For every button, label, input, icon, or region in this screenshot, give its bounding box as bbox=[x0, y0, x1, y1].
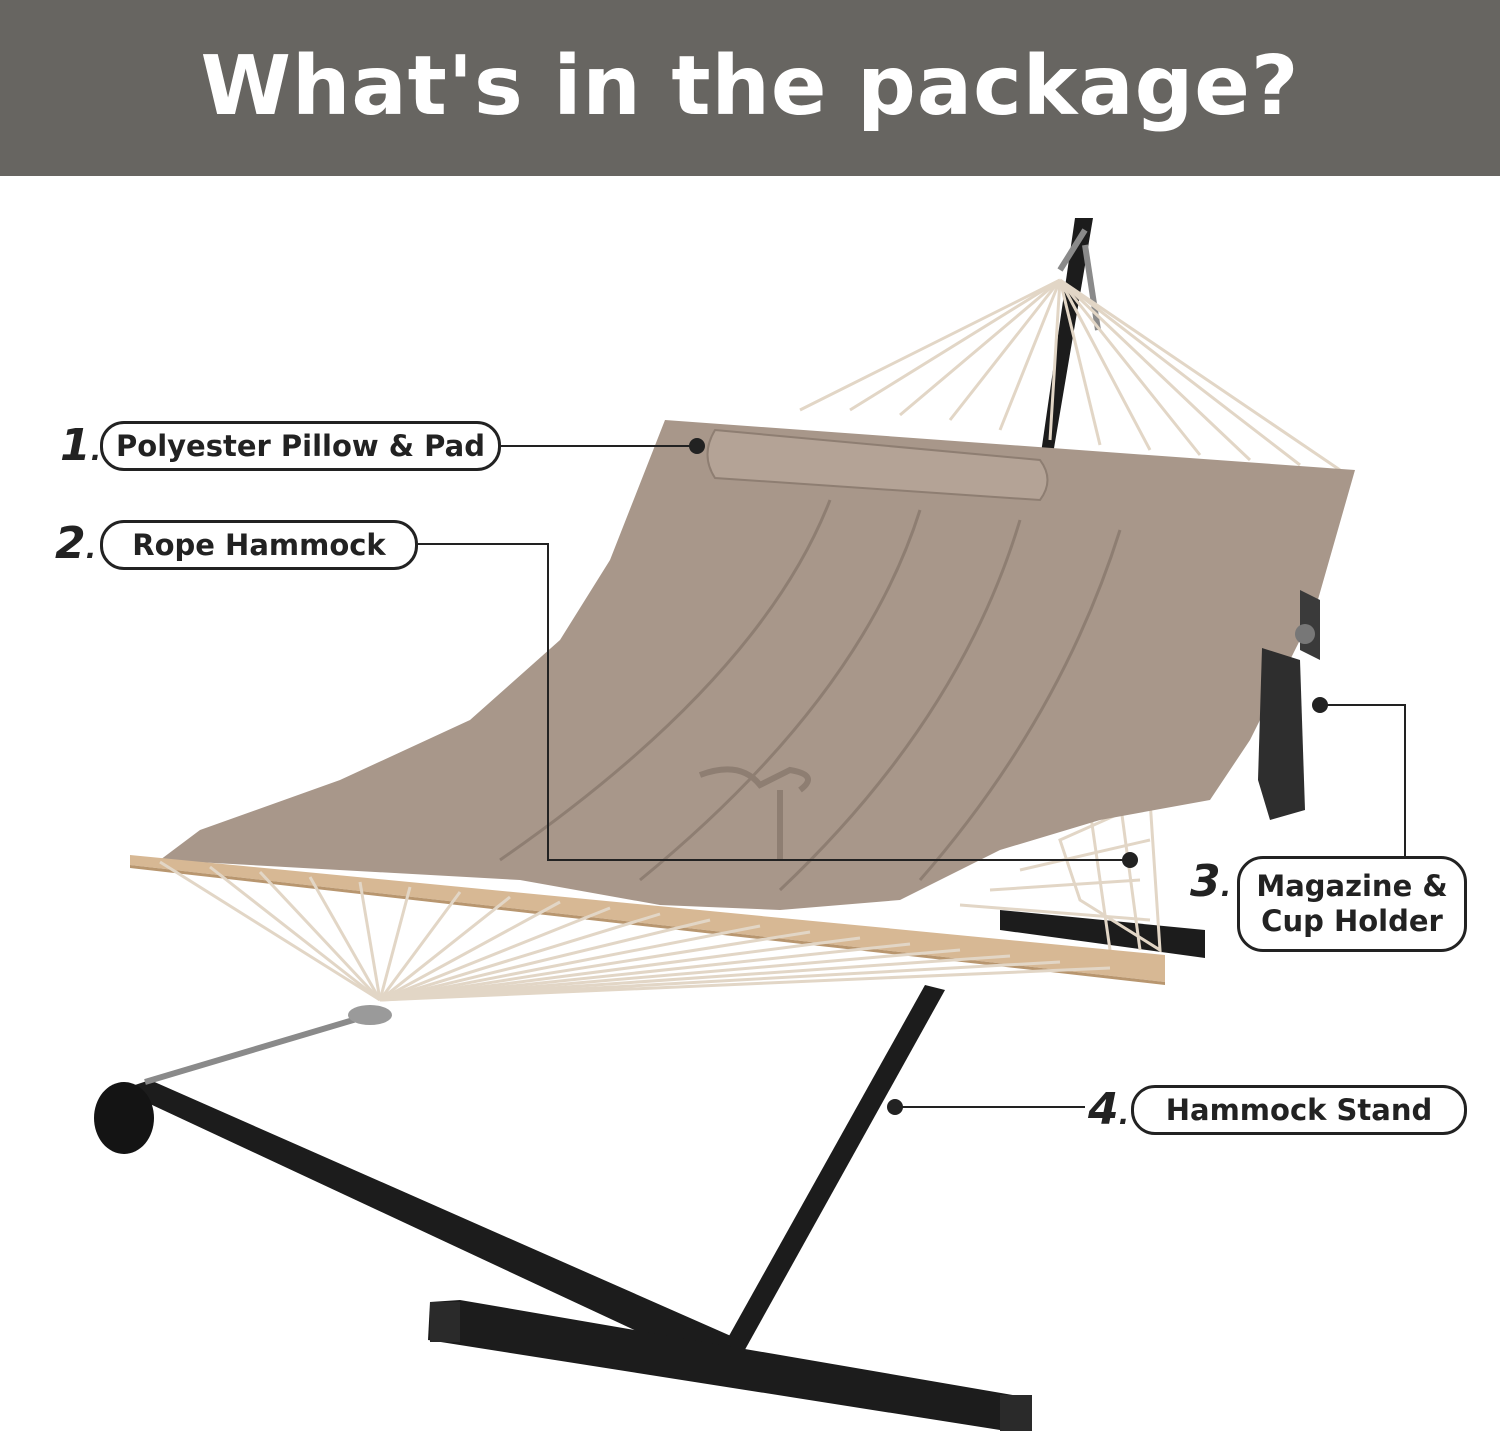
rope-net-graphic bbox=[959, 797, 1162, 953]
label-hammock-stand: Hammock Stand bbox=[1131, 1085, 1467, 1135]
title-banner: What's in the package? bbox=[0, 0, 1500, 176]
leader-lines bbox=[418, 445, 1406, 1108]
label-rope-hammock: Rope Hammock bbox=[100, 520, 418, 570]
item-number-2: 2. bbox=[55, 518, 97, 569]
item-number-3: 3. bbox=[1190, 856, 1232, 907]
page-title: What's in the package? bbox=[200, 38, 1300, 134]
magazine-holder-graphic bbox=[1258, 590, 1320, 820]
label-magazine-line1: Magazine & bbox=[1256, 869, 1448, 904]
item-number-1: 1. bbox=[60, 420, 102, 471]
item-number-4: 4. bbox=[1088, 1084, 1130, 1135]
label-pillow-pad: Polyester Pillow & Pad bbox=[100, 421, 501, 471]
hammock-stand-graphic bbox=[94, 218, 1205, 1431]
label-magazine-line2: Cup Holder bbox=[1261, 904, 1443, 938]
rope-front-graphic bbox=[159, 860, 1111, 1002]
quilted-pad-graphic bbox=[160, 420, 1355, 910]
label-magazine-cup-holder: Magazine & Cup Holder bbox=[1237, 856, 1467, 952]
rope-back-graphic bbox=[799, 278, 1341, 472]
leader-dots bbox=[689, 438, 1328, 1115]
